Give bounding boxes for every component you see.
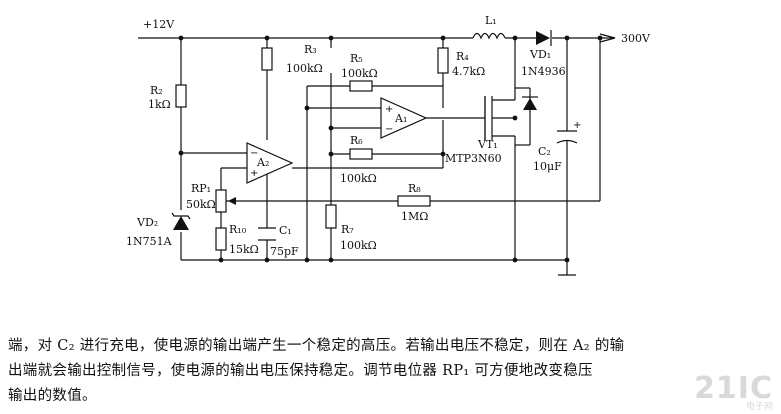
resistor-r10: [215, 227, 227, 251]
capacitor-c1: [258, 227, 276, 241]
resistor-r2: [175, 84, 187, 108]
l1-label: L₁: [485, 14, 497, 27]
a1-plus: +: [385, 104, 393, 115]
r7-value: 100kΩ: [340, 239, 377, 252]
description-line: 输出的数值。: [8, 388, 97, 404]
vt1-part: MTP3N60: [445, 152, 502, 165]
vt1-label: VT₁: [477, 138, 498, 151]
vd1-part: 1N4936: [521, 65, 566, 78]
a2-minus: −: [250, 148, 258, 159]
vd1-label: VD₁: [529, 48, 551, 61]
rp1-value: 50kΩ: [186, 198, 216, 211]
r4-value: 4.7kΩ: [452, 65, 485, 78]
a2-label: A₂: [256, 156, 269, 169]
c1-value: 75pF: [270, 245, 299, 258]
zener-vd2: [171, 212, 191, 230]
r8-value: 1MΩ: [401, 210, 428, 223]
description-line: 出端就会输出控制信号，使电源的输出电压保持稳定。调节电位器 RP₁ 可方便地改变…: [8, 363, 593, 379]
resistor-r8: [397, 195, 431, 207]
schematic-labels: +12V 300V L₁ VD₁ 1N4936 R₂ 1kΩ R₃ 100kΩ …: [126, 14, 651, 258]
r10-value: 15kΩ: [229, 243, 259, 256]
watermark-logo: 21IC: [694, 371, 773, 406]
opamp-a2: [246, 142, 294, 184]
resistor-r6: [349, 148, 373, 160]
body-diode: [522, 96, 538, 110]
r2-label: R₂: [150, 84, 163, 97]
description-text: 端，对 C₂ 进行充电，使电源的输出端产生一个稳定的高压。若输出电压不稳定，则在…: [8, 334, 773, 409]
c1-label: C₁: [279, 224, 292, 237]
inductor-l1: [472, 32, 506, 40]
r6-value: 100kΩ: [340, 172, 377, 185]
r5-value: 100kΩ: [341, 67, 378, 80]
resistor-r4: [437, 47, 449, 74]
r4-label: R₄: [456, 50, 469, 63]
r6-label: R₆: [350, 134, 363, 147]
a1-label: A₁: [394, 112, 407, 125]
svg-text:+: +: [573, 120, 581, 131]
r5-label: R₅: [350, 52, 363, 65]
output-label: 300V: [621, 32, 651, 45]
wires: [138, 33, 616, 276]
supply-label: +12V: [143, 18, 175, 31]
c2-value: 10μF: [533, 160, 562, 173]
description-line: 端，对 C₂ 进行充电，使电源的输出端产生一个稳定的高压。若输出电压不稳定，则在…: [8, 338, 625, 354]
vd2-part: 1N751A: [126, 235, 173, 248]
a2-plus: +: [250, 168, 258, 179]
opamp-a1: [380, 97, 428, 139]
r10-label: R₁₀: [229, 223, 247, 236]
r2-value: 1kΩ: [148, 98, 171, 111]
watermark-sub: 电子网: [745, 402, 773, 412]
resistor-r3: [261, 47, 273, 71]
r3-label: R₃: [304, 43, 317, 56]
a1-minus: −: [385, 124, 393, 135]
resistor-r5: [349, 80, 373, 92]
vd2-label: VD₂: [136, 216, 158, 229]
potentiometer-rp1: [215, 189, 236, 213]
r7-label: R₇: [341, 223, 354, 236]
diode-vd1: [536, 30, 552, 46]
resistor-r7: [325, 204, 337, 229]
c2-label: C₂: [538, 145, 551, 158]
capacitor-c2: +: [556, 120, 581, 144]
r8-label: R₈: [408, 182, 421, 195]
r3-value: 100kΩ: [286, 62, 323, 75]
rp1-label: RP₁: [191, 182, 211, 195]
circuit-schematic: +: [138, 30, 616, 276]
